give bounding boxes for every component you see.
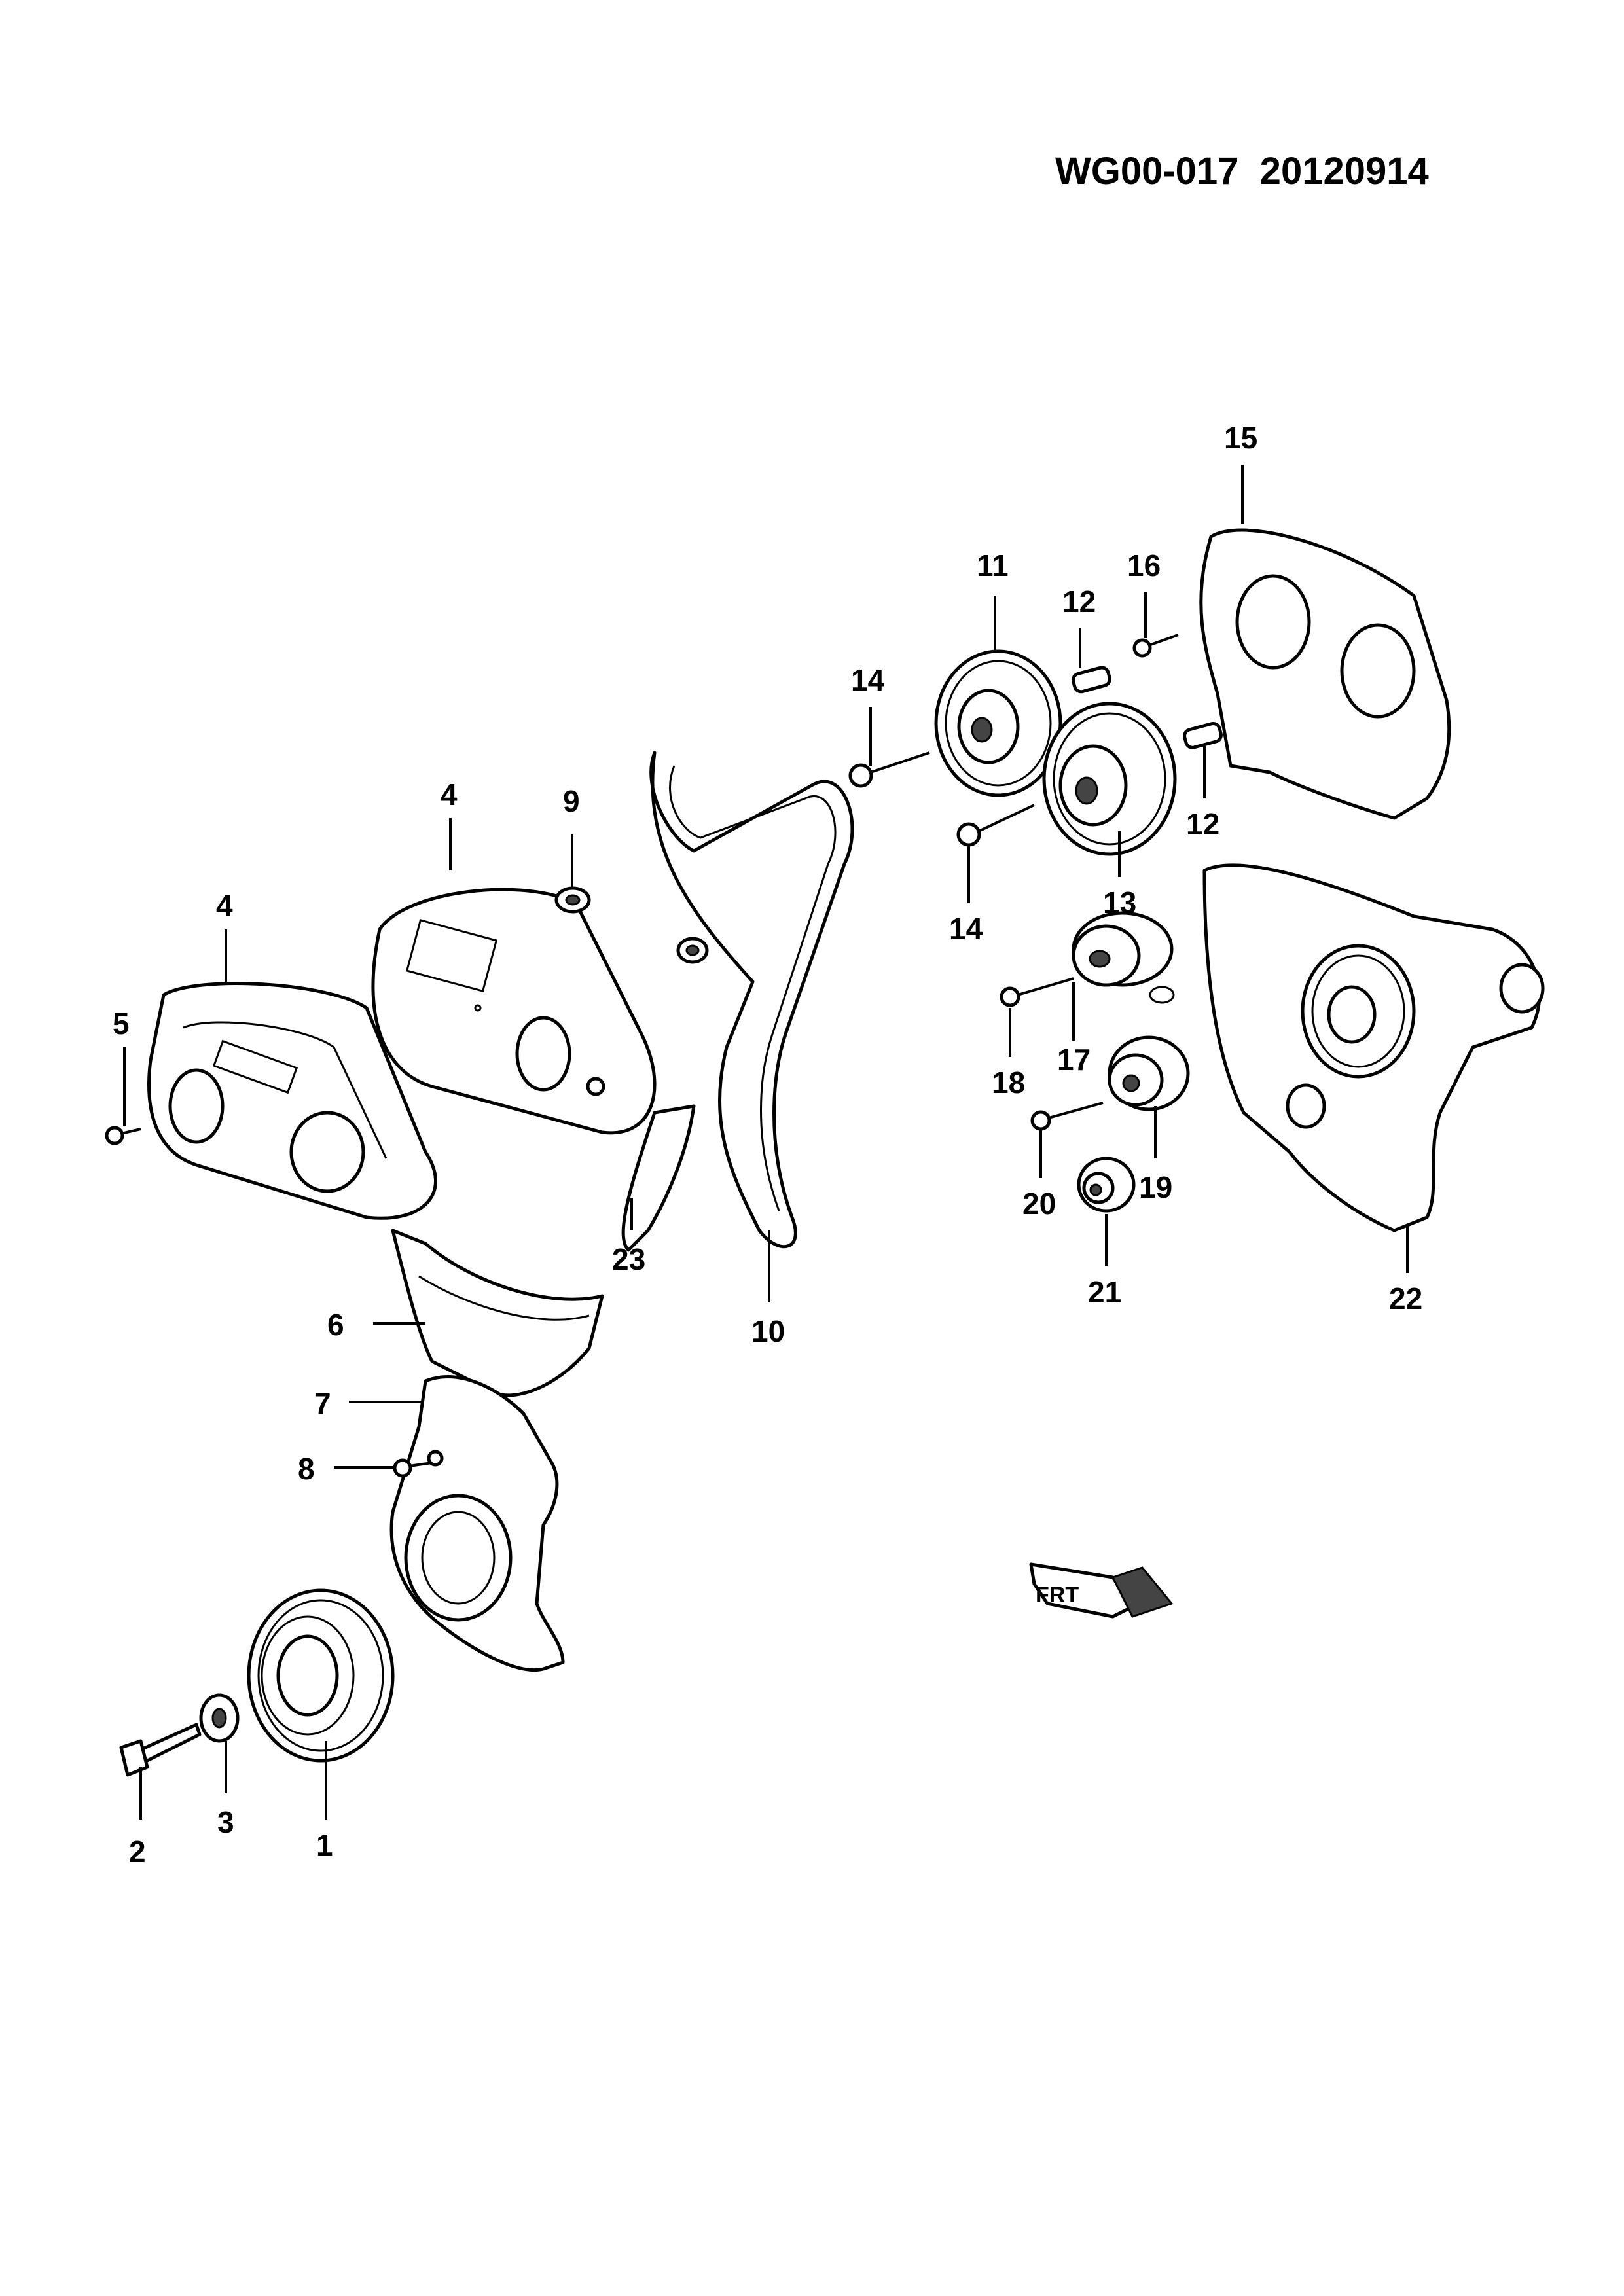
bolt-part-8 bbox=[393, 1450, 444, 1478]
lower-cover-part-6 bbox=[391, 1229, 604, 1397]
callout-8: 8 bbox=[298, 1452, 315, 1486]
callout-4-outer: 4 bbox=[216, 889, 233, 923]
callout-15: 15 bbox=[1224, 421, 1257, 455]
callout-11: 11 bbox=[977, 548, 1009, 583]
callout-17: 17 bbox=[1057, 1043, 1091, 1077]
bolt-part-16 bbox=[1132, 634, 1179, 658]
callout-3: 3 bbox=[217, 1805, 234, 1839]
leader-lines bbox=[123, 465, 1409, 1820]
small-plug-part-9 bbox=[554, 886, 709, 964]
callout-9: 9 bbox=[563, 784, 580, 818]
belt-guide-part-23 bbox=[621, 1104, 696, 1252]
belt-tensioner bbox=[1072, 911, 1175, 1004]
timing-cover-upper bbox=[371, 888, 657, 1135]
washer bbox=[199, 1693, 240, 1743]
callout-4-inner: 4 bbox=[441, 778, 458, 812]
front-direction-badge: FRT bbox=[1029, 1562, 1174, 1619]
callout-numbers: 1 2 3 4 4 5 6 7 8 9 10 11 12 12 13 14 14… bbox=[113, 421, 1422, 1869]
callout-16: 16 bbox=[1127, 548, 1161, 583]
callout-10: 10 bbox=[751, 1314, 785, 1348]
idler-bolt bbox=[1030, 1102, 1104, 1131]
callout-1: 1 bbox=[316, 1828, 333, 1862]
callout-12-bottom: 12 bbox=[1186, 807, 1219, 841]
callout-21: 21 bbox=[1088, 1275, 1121, 1309]
callout-7: 7 bbox=[314, 1386, 331, 1420]
crankshaft-pulley bbox=[247, 1588, 395, 1763]
callout-19: 19 bbox=[1139, 1170, 1172, 1204]
camshaft-bolts bbox=[848, 751, 1035, 847]
callout-13: 13 bbox=[1103, 886, 1136, 920]
callout-18: 18 bbox=[992, 1066, 1025, 1100]
dowel-pins bbox=[1071, 666, 1223, 749]
callout-23: 23 bbox=[612, 1242, 645, 1276]
bolt-part-5 bbox=[105, 1126, 141, 1145]
frt-label: FRT bbox=[1036, 1583, 1079, 1607]
callout-2: 2 bbox=[129, 1835, 146, 1869]
idler-pulley bbox=[1108, 1035, 1190, 1111]
callout-22: 22 bbox=[1389, 1282, 1422, 1316]
callout-5: 5 bbox=[113, 1007, 130, 1041]
camshaft-gear-exhaust bbox=[1042, 702, 1177, 856]
callout-12-top: 12 bbox=[1062, 584, 1096, 619]
crank-bolt bbox=[119, 1723, 202, 1777]
crankshaft-sprocket bbox=[1077, 1157, 1136, 1213]
callout-6: 6 bbox=[327, 1308, 344, 1342]
document-id: WG00-017 20120914 bbox=[1055, 150, 1429, 192]
callout-14-bottom: 14 bbox=[949, 912, 983, 946]
callout-14-top: 14 bbox=[851, 663, 885, 697]
seal-housing bbox=[389, 1375, 565, 1672]
timing-belt bbox=[649, 751, 854, 1249]
camshaft-gear-intake bbox=[934, 649, 1062, 797]
timing-cover-outer bbox=[147, 982, 437, 1220]
callout-20: 20 bbox=[1022, 1187, 1056, 1221]
tensioner-bolt bbox=[1000, 977, 1074, 1007]
rear-timing-cover bbox=[1199, 528, 1451, 820]
pump-housing bbox=[1202, 863, 1545, 1232]
